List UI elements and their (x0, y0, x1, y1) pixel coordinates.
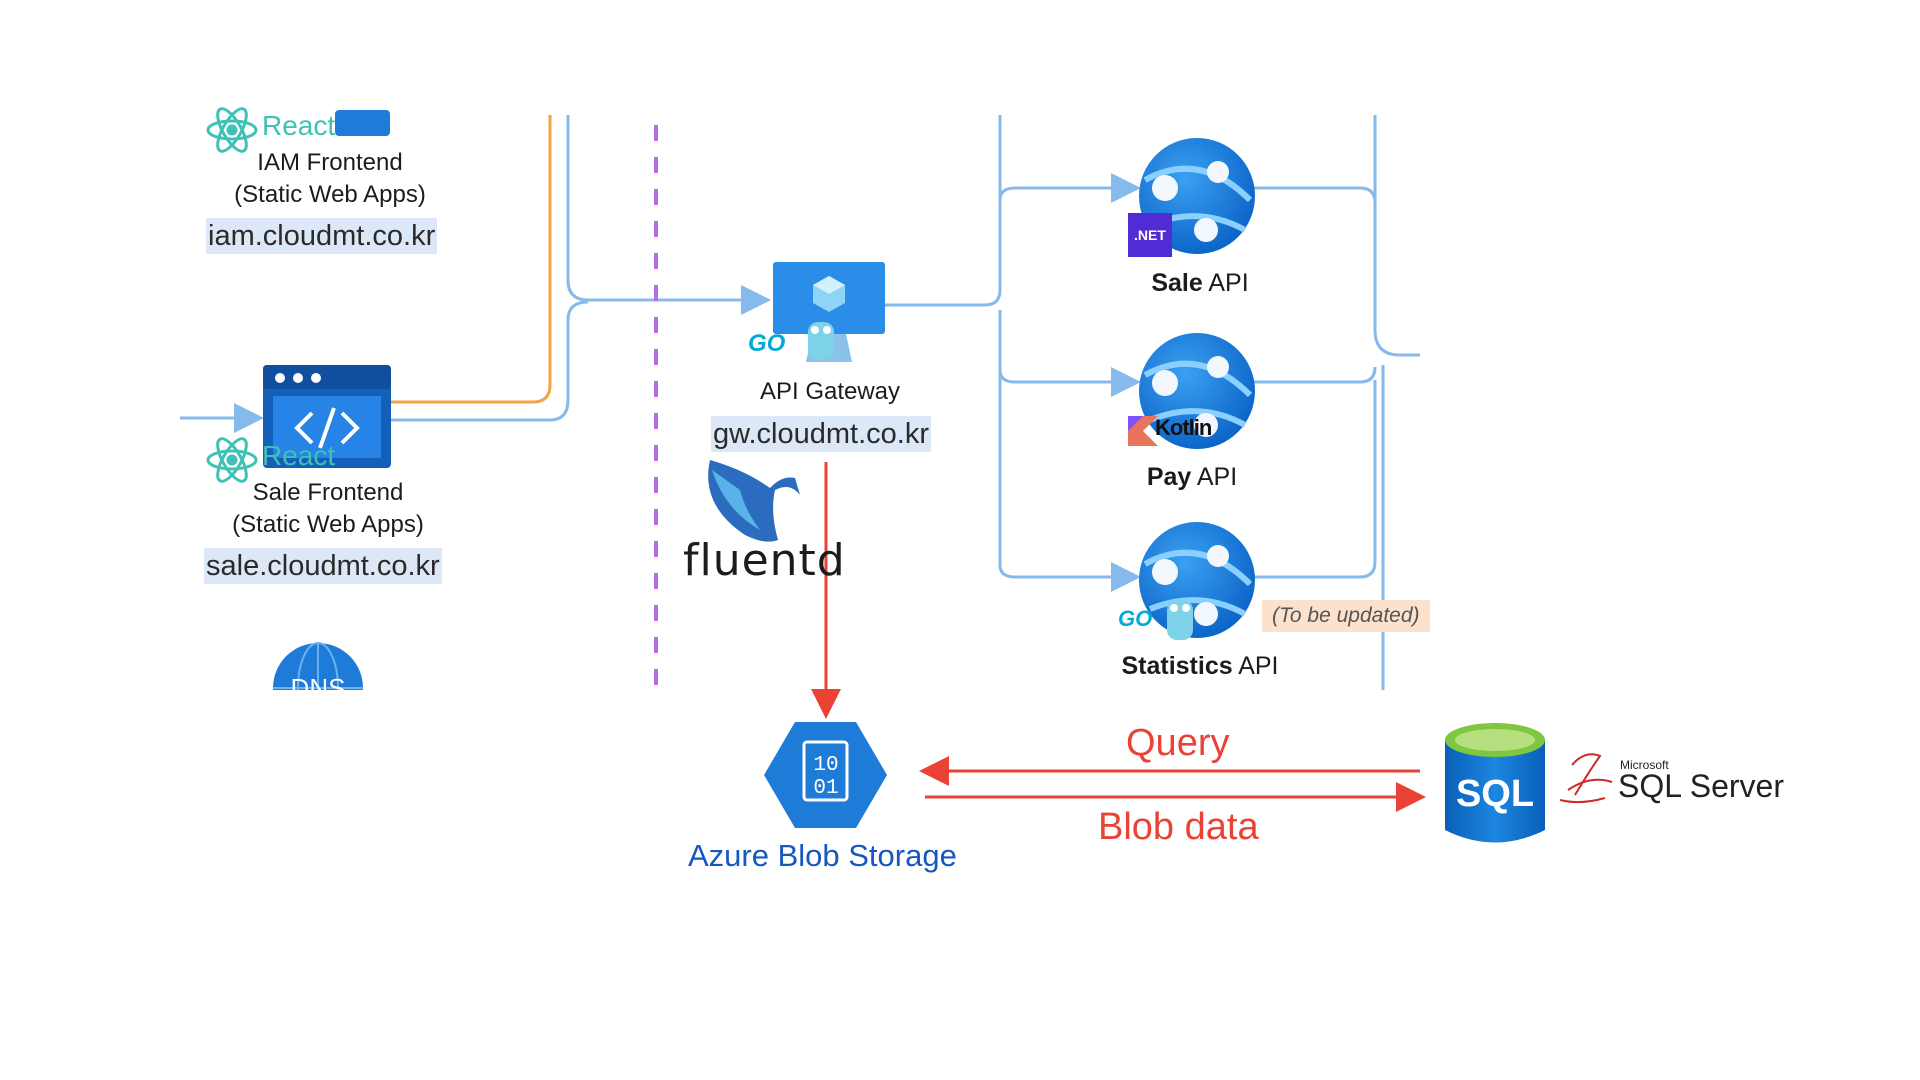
sale-to-gateway-line (390, 300, 589, 422)
sql-server-logo-small: Microsoft (1620, 758, 1669, 772)
static-web-app-icon (263, 365, 391, 468)
to-be-updated-note: (To be updated) (1262, 600, 1430, 632)
static-web-app-icon (335, 110, 390, 136)
blob-data-label: Blob data (1098, 806, 1259, 848)
sale-frontend-name: Sale Frontend (252, 479, 404, 506)
react-icon (206, 437, 258, 483)
go-badge-statistics: GO (1118, 606, 1153, 631)
dns-icon-label: DNS (291, 673, 346, 703)
iam-frontend-type: (Static Web Apps) (234, 181, 426, 208)
sql-database-icon: SQL (1445, 723, 1545, 843)
statistics-api-label: Statistics API (1121, 652, 1279, 680)
trunk-to-pay (998, 310, 1141, 397)
svg-text:10: 10 (813, 754, 838, 777)
azure-blob-icon: 10 01 (764, 722, 887, 828)
iam-frontend-host[interactable]: iam.cloudmt.co.kr (206, 218, 438, 254)
iam-to-gateway-line (566, 115, 771, 315)
iam-frontend-name: IAM Frontend (257, 149, 403, 176)
connectors (180, 115, 1420, 690)
orange-line (390, 115, 552, 404)
app-service-globe-icon (1139, 522, 1255, 638)
statistics-to-right-bus (1250, 380, 1377, 579)
gateway-to-apis-trunk (885, 173, 1141, 307)
sale-frontend-host[interactable]: sale.cloudmt.co.kr (204, 548, 442, 584)
fluentd-bird-icon (708, 460, 800, 542)
pay-api-label: Pay API (1146, 463, 1238, 491)
sql-server-logo-text: SQL Server (1618, 768, 1784, 804)
react-label-sale: React (262, 440, 336, 471)
sale-api-label: Sale API (1151, 269, 1249, 297)
sql-server-logo-icon (1559, 753, 1613, 804)
sql-server-logo: Microsoft SQL Server (1570, 758, 1784, 805)
query-label: Query (1126, 722, 1230, 764)
gopher-icon (808, 322, 834, 360)
go-badge: GO (748, 330, 786, 357)
sale-frontend-type: (Static Web Apps) (232, 511, 424, 538)
react-label-iam: React (262, 110, 336, 141)
react-icon (206, 107, 258, 153)
svg-text:01: 01 (813, 777, 838, 800)
gopher-icon (1167, 600, 1193, 640)
trunk-to-statistics (998, 370, 1141, 592)
dns-icon: DNS (273, 642, 363, 703)
azure-blob-storage-label: Azure Blob Storage (688, 838, 957, 873)
svg-text:SQL: SQL (1456, 773, 1534, 815)
gateway-host[interactable]: gw.cloudmt.co.kr (711, 416, 931, 452)
gateway-name: API Gateway (759, 378, 901, 405)
dotnet-badge: .NET (1128, 213, 1172, 257)
kotlin-logo-icon (1128, 416, 1158, 446)
pay-to-right-bus (1250, 366, 1377, 384)
fluentd-label: fluentd (683, 535, 846, 586)
kotlin-badge: Kotlin (1155, 415, 1212, 440)
app-service-globe-icon (1139, 333, 1255, 449)
